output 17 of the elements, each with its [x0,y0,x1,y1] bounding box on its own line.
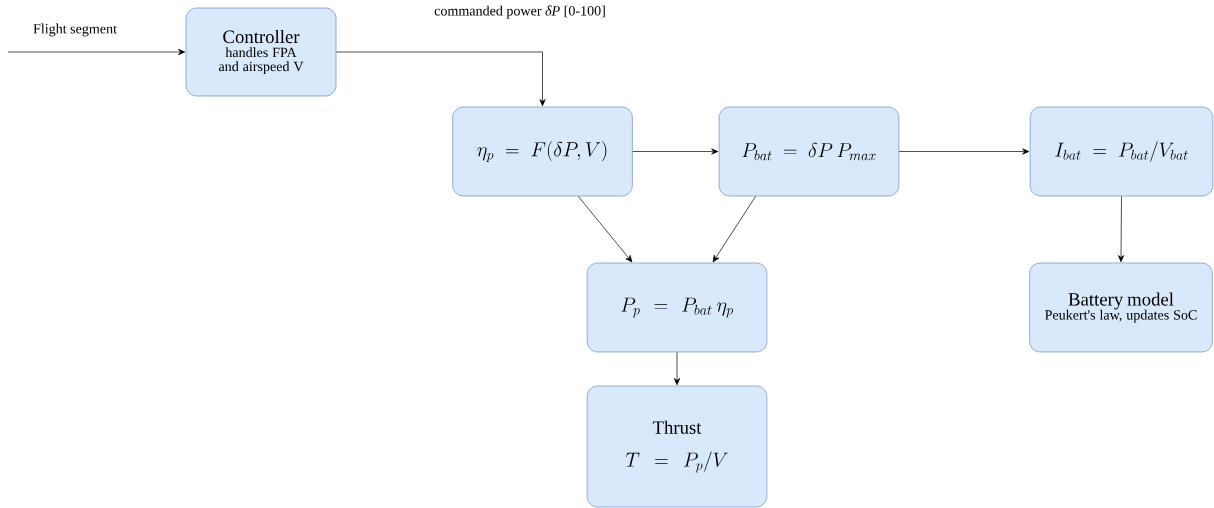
process-box: $P_{bat} = \delta P \, P_{max}$ [718,106,900,197]
arrow [336,51,546,107]
edge-label: Flight segment [31,22,119,38]
process-box: Thrust $T = P_p/V$ [586,385,768,508]
process-box: $\eta_p = F(\delta P, V)$ [452,106,633,197]
arrow [632,148,719,155]
arrow [7,48,186,56]
process-box: Battery model Peukert's law, updates SoC [1029,262,1213,353]
process-box: $I_{bat} = P_{bat}/V_{bat}$ [1029,106,1214,197]
arrow [898,148,1030,155]
process-box: Controller handles FPA and airspeed V [185,7,337,97]
arrow [1118,196,1125,263]
edge-label: commanded power δP [0-100] [433,4,607,20]
arrow [712,196,756,263]
arrow [577,196,633,263]
process-box: $P_p = P_{bat} \ \eta_p$ [586,262,768,353]
arrow [673,352,681,386]
